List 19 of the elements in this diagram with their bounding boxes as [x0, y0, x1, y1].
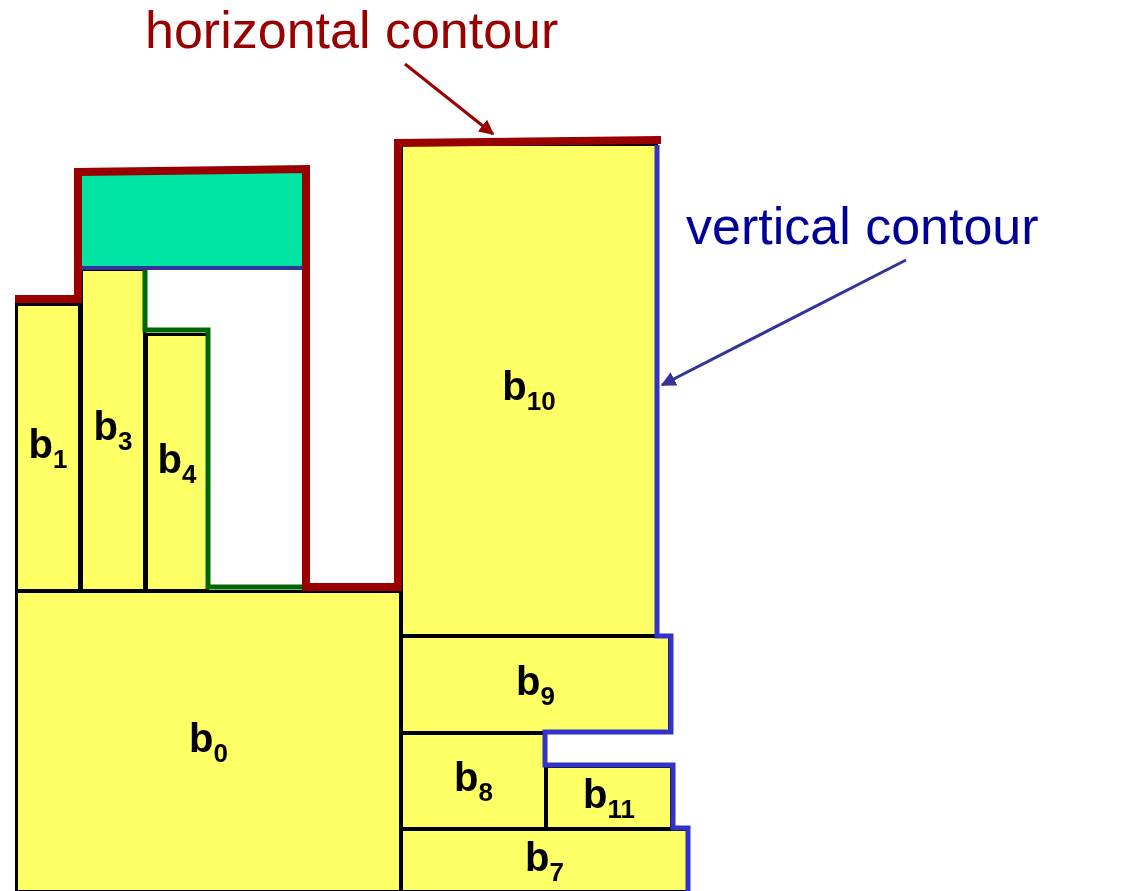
horizontal-contour — [15, 136, 662, 591]
block-label: b$_{0}$ — [189, 717, 228, 766]
contour-caption: vertical contour — [686, 198, 1126, 260]
block-label: b$_{1}$ — [28, 423, 68, 472]
block-label: b$_{10}$ — [502, 366, 556, 414]
block-label: b$_{11}$ — [583, 773, 635, 822]
block-label: b$_{7}$ — [525, 836, 564, 885]
block-label: b$_{9}$ — [516, 660, 555, 709]
block-rect — [400, 635, 671, 734]
block-rect — [15, 590, 402, 891]
block-rect — [400, 828, 689, 891]
leader-arrow — [660, 258, 907, 387]
contour-caption: horizontal contour — [145, 2, 665, 64]
block-label: b$_{8}$ — [454, 757, 493, 805]
block-rect — [400, 143, 658, 637]
block-rect — [400, 732, 547, 830]
block-label: b$_{3}$ — [93, 406, 133, 454]
block-label: b$_{4}$ — [157, 438, 197, 487]
leader-arrow — [404, 62, 495, 136]
